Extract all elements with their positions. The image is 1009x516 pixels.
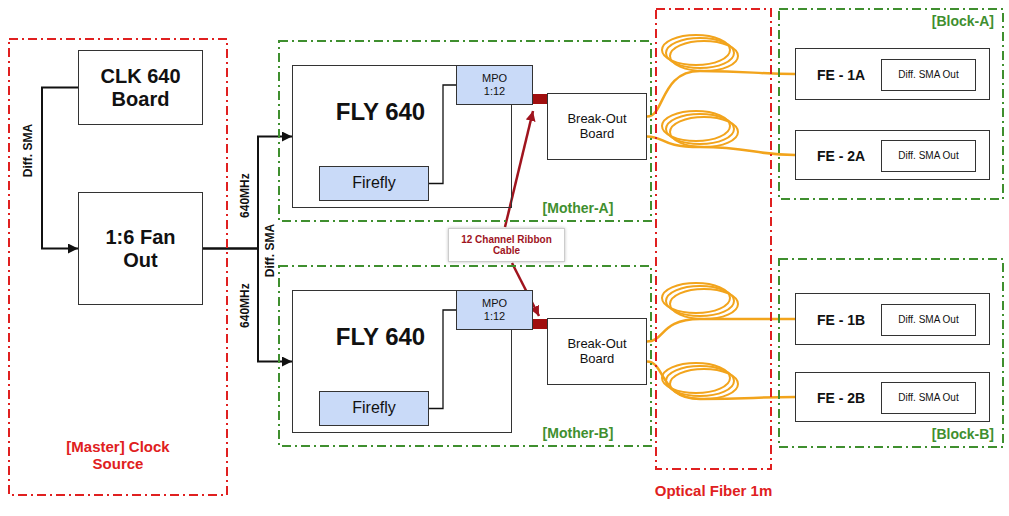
link-wire [429, 85, 456, 184]
box-label: CLK 640 Board [87, 65, 195, 111]
component-box: Diff. SMA Out [881, 59, 976, 91]
edge-label: 640MHz [238, 171, 251, 220]
text-slot: FE - 2B [802, 373, 880, 423]
signal-label: Diff. SMA [264, 221, 277, 278]
text-slot: FLY 640 [293, 96, 468, 128]
box-label: Firefly [352, 174, 396, 192]
region-frame: [Master] Clock Source CLK 640 Board 1:6 Fa… [8, 38, 228, 496]
region-frame: [Mother-A] FLY 640Firefly MPO 1:12Break-Ou… [278, 40, 652, 222]
box-label: Firefly [352, 399, 396, 417]
text-slot: FE - 1B [802, 294, 880, 346]
component-box: Diff. SMA Out [881, 140, 976, 172]
text-slot: [Block-B] [918, 424, 994, 444]
region-label: [Block-A] [932, 13, 994, 29]
optical-fiber [647, 319, 795, 342]
edge-label: 640MHz [238, 281, 251, 330]
box-label: Diff. SMA Out [898, 69, 958, 81]
component-box: FE - 1A Diff. SMA Out [795, 48, 990, 100]
region-frame: [Block-B] FE - 1B Diff. SMA Out FE - 2B Diff… [778, 258, 1004, 448]
box-label: 1:6 Fan Out [91, 226, 191, 272]
text-slot: [Mother-B] [508, 423, 648, 443]
optical-fiber [647, 71, 795, 117]
module-box: MPO 1:12 [456, 65, 533, 105]
module-box: Firefly [319, 166, 429, 201]
optical-fiber [647, 137, 795, 156]
component-box: FE - 2B Diff. SMA Out [795, 372, 990, 422]
box-label: 12 Channel Ribbon Cable [453, 234, 561, 257]
box-label: Diff. SMA Out [898, 150, 958, 162]
edge-label: Diff. SMA [22, 121, 35, 178]
link-wire [429, 310, 456, 409]
component-box: FE - 1B Diff. SMA Out [795, 293, 990, 345]
fiber-coils [662, 35, 738, 399]
box-label: FLY 640 [336, 323, 425, 351]
box-label: FE - 2A [817, 148, 865, 164]
region-label: [Mother-A] [543, 200, 614, 216]
box-label: FLY 640 [336, 98, 425, 126]
signal-wire [42, 88, 78, 249]
box-label: MPO 1:12 [477, 72, 513, 97]
text-slot: FE - 1A [802, 49, 880, 101]
text-slot: Optical Fiber 1m [645, 472, 782, 510]
box-label: FE - 1B [817, 312, 865, 328]
box-label: Diff. SMA Out [898, 314, 958, 326]
box-label: FE - 1A [817, 67, 865, 83]
component-box: 1:6 Fan Out [78, 192, 203, 305]
component-box: FE - 2A Diff. SMA Out [795, 130, 990, 180]
box-label: Diff. SMA Out [898, 392, 958, 404]
component-box: Break-Out Board [547, 318, 647, 385]
component-box: Diff. SMA Out [881, 304, 976, 336]
text-slot: [Block-A] [918, 11, 994, 31]
text-slot: FE - 2A [802, 131, 880, 181]
optical-fiber [647, 362, 795, 400]
text-slot: [Master] Clock Source [58, 426, 178, 484]
region-label: [Mother-B] [543, 425, 614, 441]
ribbon-cable [533, 319, 547, 329]
component-box: Break-Out Board [547, 93, 647, 160]
box-label: Break-Out Board [555, 337, 639, 367]
callout-box: 12 Channel Ribbon Cable [448, 228, 565, 262]
region-frame: [Block-A] FE - 1A Diff. SMA Out FE - 2A Diff… [778, 8, 1004, 200]
region-label: [Block-B] [932, 426, 994, 442]
box-label: Break-Out Board [555, 112, 639, 142]
region-label: Optical Fiber 1m [655, 482, 773, 499]
text-slot: FLY 640 [293, 321, 468, 353]
ribbon-cable [533, 94, 547, 104]
box-label: FE - 2B [817, 390, 865, 406]
box-label: MPO 1:12 [477, 297, 513, 322]
module-box: MPO 1:12 [456, 290, 533, 330]
region-label: [Master] Clock Source [58, 438, 178, 473]
ribbon-pointer [505, 111, 533, 227]
component-box: Diff. SMA Out [881, 382, 976, 414]
component-box: CLK 640 Board [78, 50, 203, 125]
region-frame: [Mother-B] FLY 640Firefly MPO 1:12Break-Ou… [278, 265, 652, 447]
region-frame: Optical Fiber 1m [655, 8, 772, 470]
dashed-outline [655, 8, 772, 470]
module-box: Firefly [319, 391, 429, 426]
text-slot: [Mother-A] [508, 198, 648, 218]
